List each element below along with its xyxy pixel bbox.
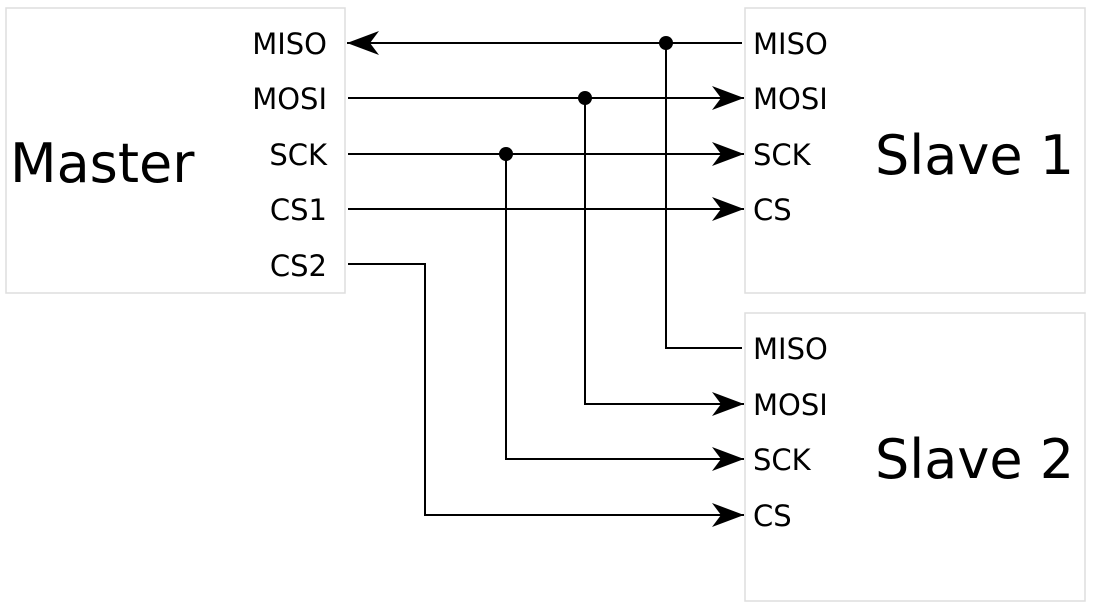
slave2-pin-sck: SCK xyxy=(753,443,812,477)
master-pin-miso: MISO xyxy=(252,27,327,61)
slave2-pin-cs: CS xyxy=(753,499,792,533)
wire-sck-to-slave2 xyxy=(505,154,744,471)
master-box xyxy=(5,7,346,294)
master-pin-cs2: CS2 xyxy=(270,249,327,283)
wire-cs2-to-slave2 xyxy=(348,263,744,527)
master-title: Master xyxy=(10,132,195,195)
slave1-title: Slave 1 xyxy=(875,124,1074,187)
slave1-pin-sck: SCK xyxy=(753,138,812,172)
slave2-title: Slave 2 xyxy=(875,428,1074,491)
slave2-box xyxy=(744,312,1086,602)
wire-mosi-to-slave2 xyxy=(584,98,744,416)
wire-miso-slave2-branch xyxy=(665,43,742,349)
slave1-pin-mosi: MOSI xyxy=(753,82,828,116)
slave1-pin-miso: MISO xyxy=(753,27,828,61)
slave1-pin-cs: CS xyxy=(753,193,792,227)
junction-miso xyxy=(659,36,673,50)
junction-mosi xyxy=(578,91,592,105)
slave2-pin-mosi: MOSI xyxy=(753,388,828,422)
slave2-pin-miso: MISO xyxy=(753,332,828,366)
master-pin-mosi: MOSI xyxy=(252,82,327,116)
master-pin-cs1: CS1 xyxy=(270,193,327,227)
slave1-box xyxy=(744,7,1086,294)
master-pin-sck: SCK xyxy=(269,138,328,172)
junction-sck xyxy=(499,147,513,161)
